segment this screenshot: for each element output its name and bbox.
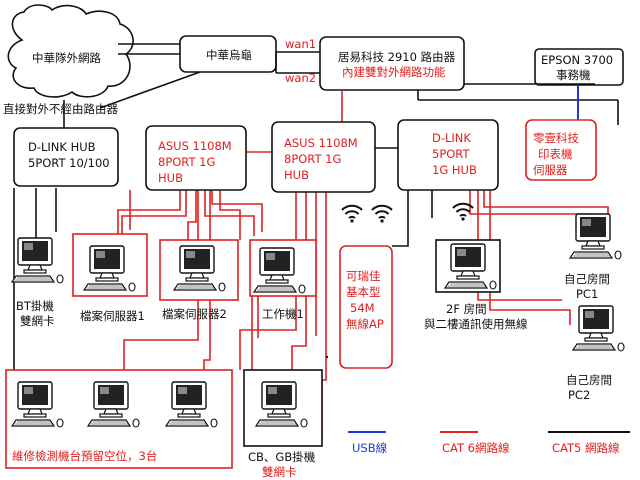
own-room-pc1-line2: PC1 (576, 287, 598, 301)
wifi-icon-ap-left (341, 204, 363, 224)
repair-reserved-group: 維修檢測機台預留空位，3台 (5, 369, 233, 469)
modem-box: 中華烏龜 (179, 35, 277, 73)
workstation1-pc: 工作機1 (249, 239, 317, 321)
dlink-hub1-line2: 5PORT 10/100 (28, 156, 110, 170)
asus-hub2: ASUS 1108M 8PORT 1G HUB (271, 121, 376, 193)
asus-hub1-line3: HUB (158, 171, 183, 185)
print-server-line1: 零壹科技 (533, 131, 579, 145)
dlink-hub1-line1: D-LINK HUB (28, 140, 96, 154)
legend-cat6: CAT 6網路線 (442, 441, 510, 455)
ap-line4: 無線AP (346, 317, 384, 331)
wan2-label: wan2 (285, 71, 316, 85)
cbgb-line2: 雙網卡 (262, 465, 297, 479)
print-server-box: 零壹科技 印表機 伺服器 (525, 119, 597, 181)
wan1-label: wan1 (285, 37, 316, 51)
ap-line2: 基本型 (346, 285, 381, 299)
printer-line2: 事務機 (556, 68, 591, 82)
asus-hub2-line1: ASUS 1108M (284, 136, 358, 150)
legend-cat5: CAT5 網路線 (552, 441, 620, 455)
floor2-pc: 2F 房間 與二樓通訊使用無線 (424, 239, 528, 331)
router-box: 居易科技 2910 路由器 內建雙對外網路功能 (319, 36, 465, 91)
asus-hub2-line3: HUB (284, 168, 309, 182)
cbgb-line1: CB、GB掛機 (248, 450, 316, 464)
asus-hub1-line2: 8PORT 1G (158, 155, 215, 169)
internet-cloud: 中華隊外網路 (7, 4, 134, 98)
print-server-line3: 伺服器 (533, 163, 568, 177)
own-room-pc2-line1: 自己房間 (566, 373, 612, 387)
modem-label: 中華烏龜 (206, 48, 252, 62)
printer-line1: EPSON 3700 (541, 53, 613, 67)
dlink-hub2-line1: D-LINK (432, 131, 471, 145)
file-server2-label: 檔案伺服器2 (162, 307, 227, 321)
wireless-ap-box: 可瑞佳 基本型 54M 無線AP (339, 245, 393, 369)
bt-pc-line1: BT掛機 (16, 299, 54, 313)
own-room-pc2: 自己房間 PC2 (566, 305, 625, 402)
router-line1: 居易科技 2910 路由器 (338, 50, 456, 64)
own-room-pc1-line1: 自己房間 (564, 272, 610, 286)
own-room-pc2-line2: PC2 (568, 388, 590, 402)
ap-line1: 可瑞佳 (346, 269, 381, 283)
stray-dot (325, 355, 329, 359)
dlink-hub2: D-LINK 5PORT 1G HUB (397, 119, 499, 191)
floor2-line2: 與二樓通訊使用無線 (424, 317, 528, 331)
asus-hub2-line2: 8PORT 1G (284, 152, 341, 166)
file-server2-pc: 檔案伺服器2 (159, 239, 239, 321)
legend-usb: USB線 (352, 441, 388, 455)
bypass-label: 直接對外不經由路由器 (3, 102, 118, 116)
print-server-line2: 印表機 (538, 147, 573, 161)
cbgb-pc: CB、GB掛機 雙網卡 (243, 369, 323, 479)
file-server1-pc: 檔案伺服器1 (72, 233, 148, 323)
wifi-icon-ap-right (371, 204, 393, 224)
dlink-hub2-line3: 1G HUB (432, 163, 477, 177)
ap-line3: 54M (350, 301, 375, 315)
router-line2: 內建雙對外網路功能 (342, 65, 446, 79)
asus-hub1: ASUS 1108M 8PORT 1G HUB (145, 125, 247, 191)
workstation1-label: 工作機1 (262, 307, 304, 321)
own-room-pc1: 自己房間 PC1 (564, 213, 622, 301)
dlink-hub2-line2: 5PORT (432, 147, 470, 161)
dlink-hub1: D-LINK HUB 5PORT 10/100 (13, 127, 119, 187)
cloud-label: 中華隊外網路 (32, 51, 101, 65)
bt-pc: BT掛機 雙網卡 (11, 237, 64, 328)
floor2-line1: 2F 房間 (446, 302, 487, 316)
bt-pc-line2: 雙網卡 (20, 314, 55, 328)
file-server1-label: 檔案伺服器1 (80, 309, 145, 323)
legend: USB線 CAT 6網路線 CAT5 網路線 (348, 431, 630, 455)
printer-box: EPSON 3700 事務機 (534, 48, 624, 86)
asus-hub1-line1: ASUS 1108M (158, 139, 232, 153)
repair-reserved-label: 維修檢測機台預留空位，3台 (12, 449, 157, 463)
